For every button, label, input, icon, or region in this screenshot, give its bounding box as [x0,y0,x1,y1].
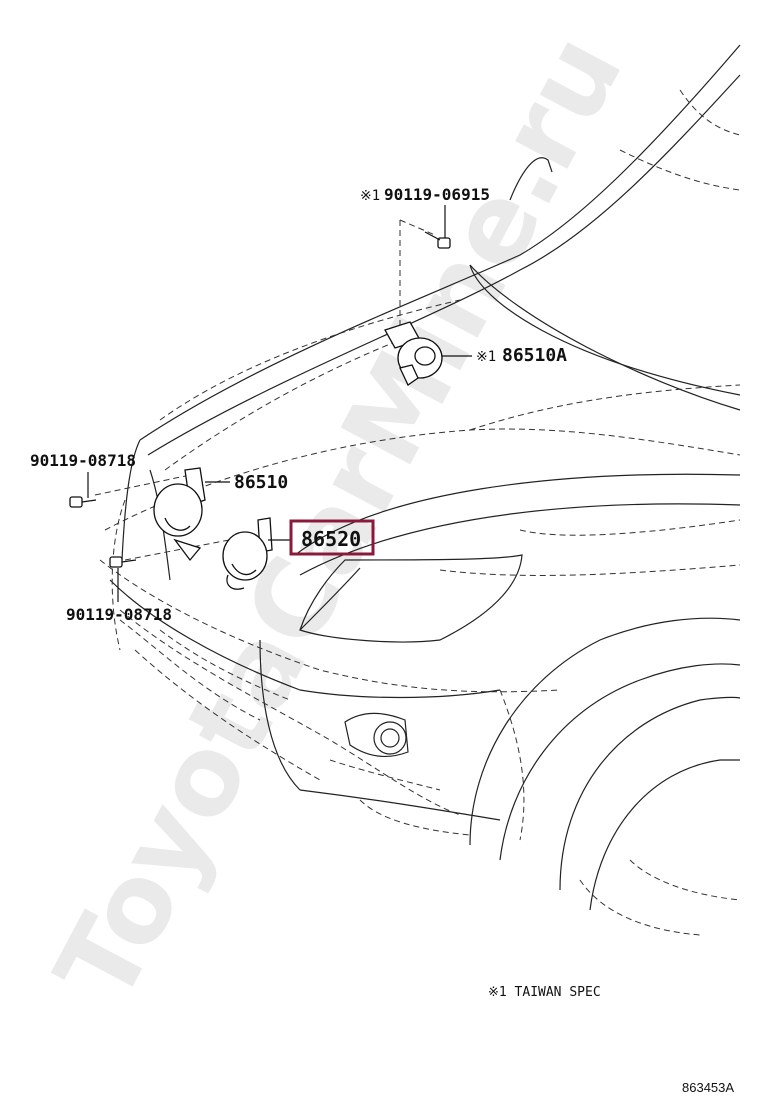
spec-note: ※1 TAIWAN SPEC [488,985,601,1000]
horn-a-prefix: ※1 [476,349,496,365]
car-body-outline [109,44,741,911]
bolt-top-drawing [424,231,451,249]
bolt-top-label[interactable]: 90119-06915 [384,185,490,204]
horn-86520-drawing [222,517,273,590]
bolt-left-bottom-label[interactable]: 90119-08718 [66,605,172,624]
horn-86510-drawing [153,467,206,562]
leader-lines [87,205,472,602]
bolt-left-top-drawing [69,496,97,508]
bolt-left-top-label[interactable]: 90119-08718 [30,451,136,470]
horn-a-label[interactable]: 86510A [502,345,567,366]
horn-86510a-drawing [384,321,443,386]
horn-86510-label[interactable]: 86510 [234,472,288,493]
bolt-left-bottom-drawing [109,556,137,568]
horn-86520-label[interactable]: 86520 [301,527,361,551]
diagram-id: 863453A [682,1080,734,1095]
bolt-top-prefix: ※1 [360,188,380,204]
highlight-box [289,519,375,556]
